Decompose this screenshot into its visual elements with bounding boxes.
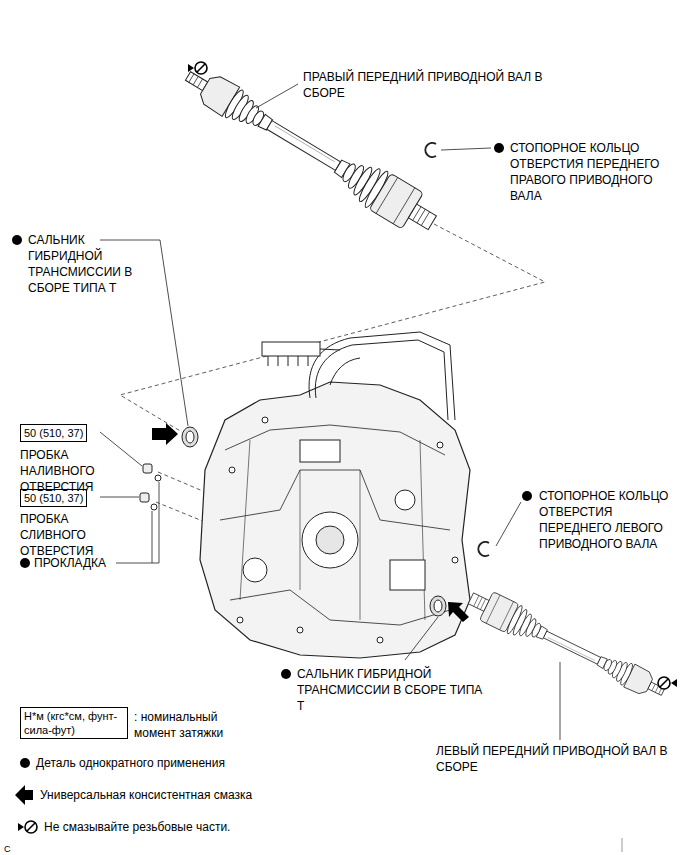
part-label: ПРОБКА СЛИВНОГО ОТВЕРСТИЯ: [20, 511, 132, 559]
legend-entry: Универсальная консистентная смазка: [40, 787, 340, 803]
legend-text: Не смазывайте резьбовые части.: [44, 820, 230, 834]
legend-text: Универсальная консистентная смазка: [40, 788, 252, 802]
transmission-housing: [262, 417, 268, 423]
transmission-housing: [200, 382, 470, 658]
wire-harness: [268, 356, 308, 366]
transmission-housing: [229, 467, 235, 473]
transmission-housing: [377, 637, 383, 643]
torque-value: 50 (510, 37): [24, 426, 83, 440]
legend-entry: Деталь однократного применения: [36, 755, 336, 771]
transmission-housing: [237, 617, 243, 623]
leader-line: [100, 497, 139, 498]
leader-line: [441, 148, 491, 150]
leader-line: [152, 482, 159, 563]
plug: [155, 475, 161, 481]
part-label: СТОПОРНОЕ КОЛЬЦО ОТВЕРСТИЯ ПЕРЕДНЕГО ПРА…: [510, 140, 682, 204]
transmission-housing: [316, 526, 344, 554]
legend-sample: [20, 758, 30, 768]
exploded-view: [188, 62, 207, 74]
transmission-housing: [452, 557, 458, 563]
oil-seal: [182, 427, 446, 616]
transmission-housing: [297, 627, 303, 633]
wire-harness: [262, 342, 320, 356]
part-label: ПРОБКА НАЛИВНОГО ОТВЕРСТИЯ: [20, 447, 132, 495]
transmission-housing: [243, 558, 267, 582]
plug: [140, 464, 161, 510]
leader-line: [100, 432, 142, 466]
part-label: СТОПОРНОЕ КОЛЬЦО ОТВЕРСТИЯ ПЕРЕДНЕГО ЛЕВ…: [539, 488, 685, 552]
transmission-housing: [302, 512, 358, 568]
single-use-dot: [522, 491, 532, 501]
oil-seal: [182, 427, 198, 447]
legend-text: : номинальный момент затяжки: [134, 710, 223, 740]
transmission-housing: [395, 490, 415, 510]
snap-ring: [425, 143, 489, 556]
leader-line: [405, 617, 438, 660]
figure-code: C: [4, 841, 24, 855]
legend-entry: : номинальный момент затяжки: [134, 709, 259, 741]
grease-arrow: [152, 423, 469, 622]
single-use-dot: [20, 558, 30, 568]
wire-harness: [262, 332, 455, 420]
transmission-housing: [300, 440, 340, 462]
oil-seal: [430, 596, 446, 616]
exploded-view: [464, 584, 670, 706]
page-mark: [622, 838, 623, 852]
oil-seal: [434, 600, 442, 612]
wire-harness: [315, 340, 448, 420]
transmission-housing: [200, 382, 470, 658]
part-label: САЛЬНИК ГИБРИДНОЙ ТРАНСМИССИИ В СБОРЕ ТИ…: [297, 666, 483, 714]
transmission-housing: [240, 440, 425, 620]
single-use-dot: [281, 669, 291, 679]
exploded-view: [177, 58, 443, 241]
transmission-housing: [437, 442, 443, 448]
grease-arrow: [152, 423, 178, 445]
leader-line: [496, 502, 521, 546]
snap-ring: [478, 542, 489, 556]
plug: [143, 464, 152, 473]
part-label: САЛЬНИК ГИБРИДНОЙ ТРАНСМИССИИ В СБОРЕ ТИ…: [28, 232, 142, 296]
assembly-axis: [156, 502, 205, 522]
torque-value: Н*м (кгс*см, фунт-сила-фут): [24, 709, 124, 737]
single-use-dot: [12, 235, 22, 245]
legend-entry: Не смазывайте резьбовые части.: [44, 819, 344, 835]
legend-sample: [15, 785, 33, 805]
assembly-axis: [158, 472, 205, 492]
grease-arrow: [448, 602, 469, 622]
plug: [151, 504, 157, 510]
wire-harness: [309, 332, 455, 420]
oil-seal: [186, 431, 194, 443]
transmission-housing: [230, 590, 450, 625]
single-use-dot: [12, 143, 532, 679]
wire-harness: [320, 349, 340, 350]
leader-line: [100, 84, 560, 740]
torque-box: Н*м (кгс*см, фунт-сила-фут): [20, 707, 128, 739]
legend-sample: [15, 758, 37, 833]
single-use-dot: [494, 143, 504, 153]
leader-line: [116, 511, 152, 563]
transmission-housing: [390, 560, 425, 590]
part-label: ЛЕВЫЙ ПЕРЕДНИЙ ПРИВОДНОЙ ВАЛ В СБОРЕ: [436, 743, 680, 775]
part-label: ПРОКЛАДКА: [34, 555, 144, 571]
plug: [140, 493, 149, 502]
legend-sample: [18, 821, 37, 833]
legend-text: Деталь однократного применения: [36, 756, 225, 770]
leader-line: [256, 84, 298, 108]
exploded-view: [658, 677, 677, 689]
leader-line: [560, 662, 561, 740]
torque-box: 50 (510, 37): [20, 424, 87, 442]
wire-harness: [330, 358, 360, 385]
part-label: ПРАВЫЙ ПЕРЕДНИЙ ПРИВОДНОЙ ВАЛ В СБОРЕ: [303, 69, 553, 101]
snap-ring: [425, 143, 436, 157]
